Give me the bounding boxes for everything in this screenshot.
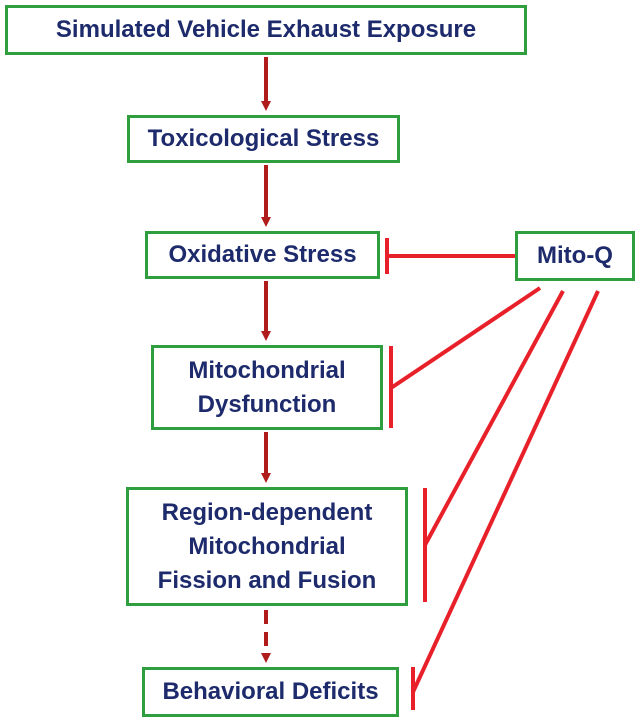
node-oxidative-stress-label: Oxidative Stress: [168, 241, 357, 268]
node-oxidative-stress: Oxidative Stress: [145, 231, 380, 279]
node-toxicological-stress-label: Toxicological Stress: [147, 125, 380, 152]
inhibit-mitoq-oxidative: [385, 238, 515, 274]
node-mito-q: Mito-Q: [515, 231, 635, 281]
node-behavioral-deficits-label: Behavioral Deficits: [162, 678, 379, 705]
node-mitochondrial-dysfunction: Mitochondrial Dysfunction: [151, 345, 383, 430]
node-mito-q-label: Mito-Q: [537, 242, 613, 269]
inhibit-mitoq-fission: [423, 290, 565, 602]
node-exhaust-exposure-label: Simulated Vehicle Exhaust Exposure: [55, 16, 477, 43]
inhibit-mitoq-behavioral: [411, 290, 600, 710]
node-exhaust-exposure: Simulated Vehicle Exhaust Exposure: [5, 5, 527, 55]
node-toxicological-stress: Toxicological Stress: [127, 115, 400, 163]
node-fission-fusion-label: Region-dependent Mitochondrial Fission a…: [157, 498, 377, 594]
node-mitochondrial-dysfunction-label: Mitochondrial Dysfunction: [188, 356, 346, 418]
inhibit-mitoq-mito-dysfunction: [389, 286, 542, 428]
node-behavioral-deficits: Behavioral Deficits: [142, 667, 399, 717]
node-fission-fusion: Region-dependent Mitochondrial Fission a…: [126, 487, 408, 606]
